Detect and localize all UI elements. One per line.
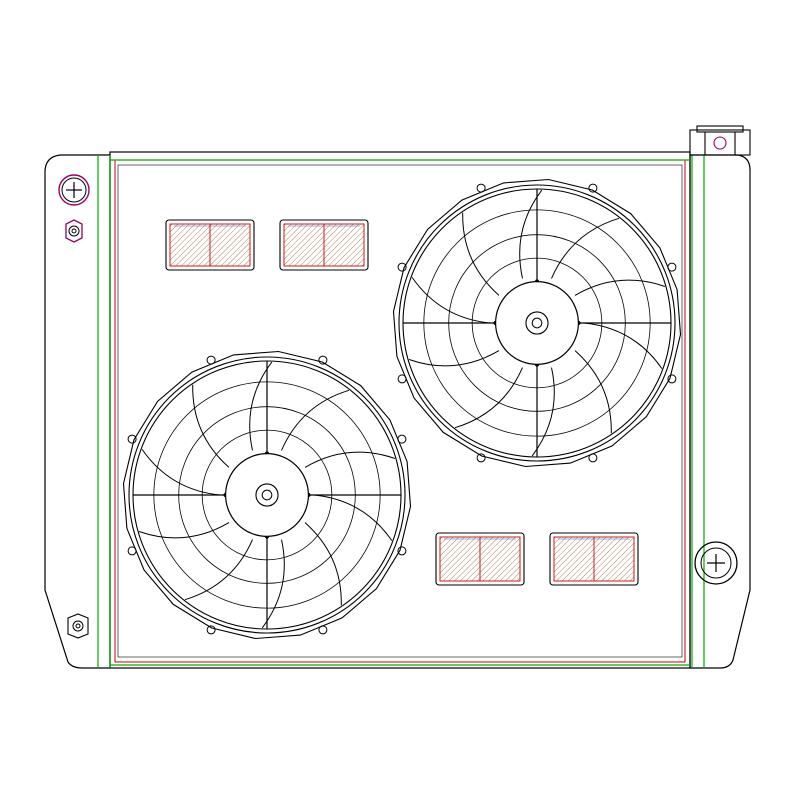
mount-tab	[667, 262, 677, 272]
fan-shroud	[392, 178, 682, 468]
mount-tab	[588, 453, 598, 463]
upper-left-drain-nut-icon	[65, 219, 83, 243]
vents	[165, 219, 639, 586]
fan-blade	[281, 389, 350, 451]
fan-blade	[462, 212, 500, 296]
mount-tab	[397, 262, 407, 272]
fan-shaft	[531, 317, 543, 329]
vent-panel	[549, 532, 639, 586]
fan-blade	[138, 522, 230, 539]
fan-lower-left	[122, 350, 412, 640]
fan-motor	[495, 281, 580, 366]
fan-upper-right	[392, 178, 682, 468]
fan-blade	[249, 361, 273, 451]
mount-tab	[476, 183, 486, 193]
lower-right-port-icon	[694, 541, 738, 585]
mount-tab	[206, 355, 216, 365]
mount-tab	[588, 183, 598, 193]
mount-tab	[206, 625, 216, 635]
mount-tab	[476, 453, 486, 463]
mount-tab	[397, 546, 407, 556]
fan-hub	[525, 311, 549, 335]
fan-blade	[192, 384, 230, 468]
fan-ring	[398, 184, 676, 462]
filler-neck	[689, 125, 751, 156]
mount-tab	[397, 434, 407, 444]
core-inner-border-2	[117, 164, 683, 658]
fan-hub	[255, 483, 279, 507]
right-end-tank	[689, 154, 751, 669]
fan-shroud	[122, 350, 412, 640]
vent-panel	[279, 219, 369, 271]
fan-blade	[313, 494, 393, 541]
fan-motor	[225, 453, 310, 538]
upper-left-port-icon	[58, 174, 90, 206]
fan-blade	[531, 367, 555, 457]
fan-shaft	[261, 489, 273, 501]
fan-blade	[408, 350, 500, 367]
mount-tab	[318, 625, 328, 635]
fan-ring	[128, 356, 406, 634]
mount-tab	[397, 374, 407, 384]
fan-blade	[519, 189, 543, 279]
mount-tab	[318, 355, 328, 365]
vent-panel	[435, 532, 525, 586]
tank-seams	[97, 155, 705, 668]
vent-panel	[165, 219, 255, 271]
fan-blade	[574, 279, 666, 296]
fan-blade	[411, 277, 491, 324]
fan-blade	[184, 539, 253, 601]
fan-blade	[304, 451, 396, 468]
fan-blade	[574, 350, 612, 434]
fan-blade	[304, 522, 342, 606]
fan-blade	[454, 367, 523, 429]
mount-tab	[667, 374, 677, 384]
fan-blade	[141, 449, 221, 496]
mount-tab	[127, 434, 137, 444]
mount-tab	[127, 546, 137, 556]
lower-left-drain-nut-icon	[67, 613, 89, 639]
left-end-tank	[44, 154, 111, 669]
fan-blade	[261, 539, 285, 629]
fan-blade	[583, 322, 663, 369]
fan-blade	[551, 217, 620, 279]
